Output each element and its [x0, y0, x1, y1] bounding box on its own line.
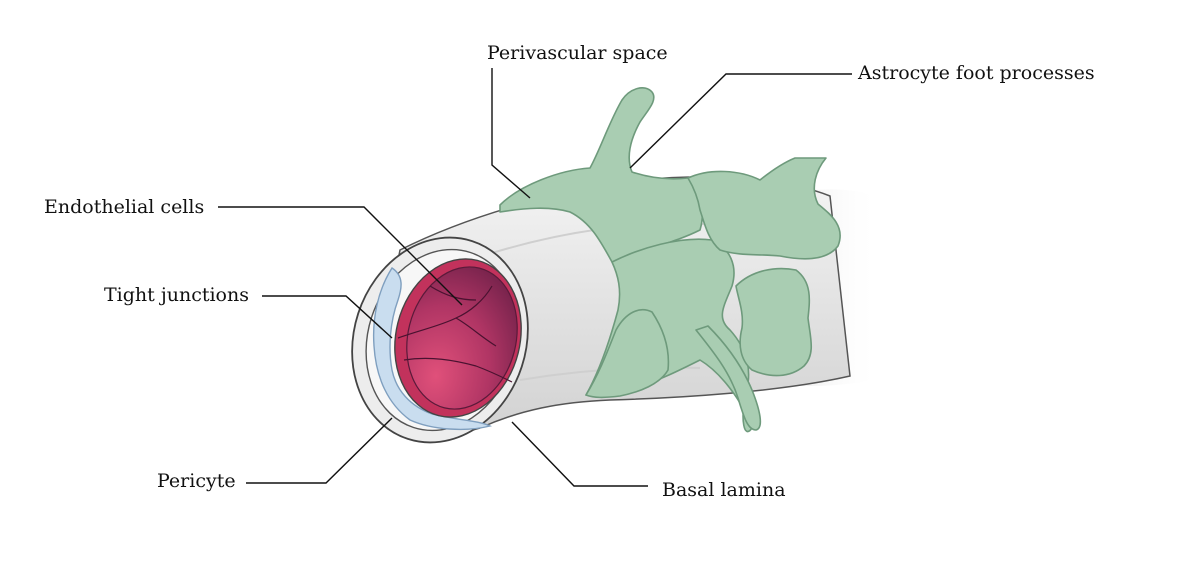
- astrocyte-foot-lower-right: [735, 267, 813, 377]
- vessel-lumen: [406, 266, 518, 410]
- leader-basal: [511, 421, 648, 487]
- label-basal-lamina: Basal lamina: [662, 479, 786, 501]
- leader-lines: [218, 68, 852, 487]
- leader-pericyte: [246, 417, 393, 484]
- astrocyte-foot-upper-right: [687, 157, 841, 260]
- label-endothelial-cells: Endothelial cells: [44, 196, 205, 218]
- label-perivascular-space: Perivascular space: [487, 42, 668, 64]
- leader-endothelial: [218, 206, 463, 306]
- astrocyte-foot-lower-left: [585, 308, 670, 399]
- label-pericyte: Pericyte: [157, 470, 236, 492]
- label-astrocyte-foot-processes: Astrocyte foot processes: [858, 62, 1095, 84]
- leader-astrocyte: [629, 73, 852, 169]
- endothelial-cell-junctions: [397, 285, 513, 383]
- astrocyte-foot-upper-left: [499, 87, 704, 265]
- leader-perivascular: [491, 68, 531, 199]
- pericyte-shape: [372, 267, 493, 431]
- label-tight-junctions: Tight junctions: [104, 284, 249, 306]
- astrocyte-process-lower: [695, 325, 762, 431]
- leader-tight: [262, 295, 393, 339]
- astrocyte-foot-processes: [499, 87, 841, 433]
